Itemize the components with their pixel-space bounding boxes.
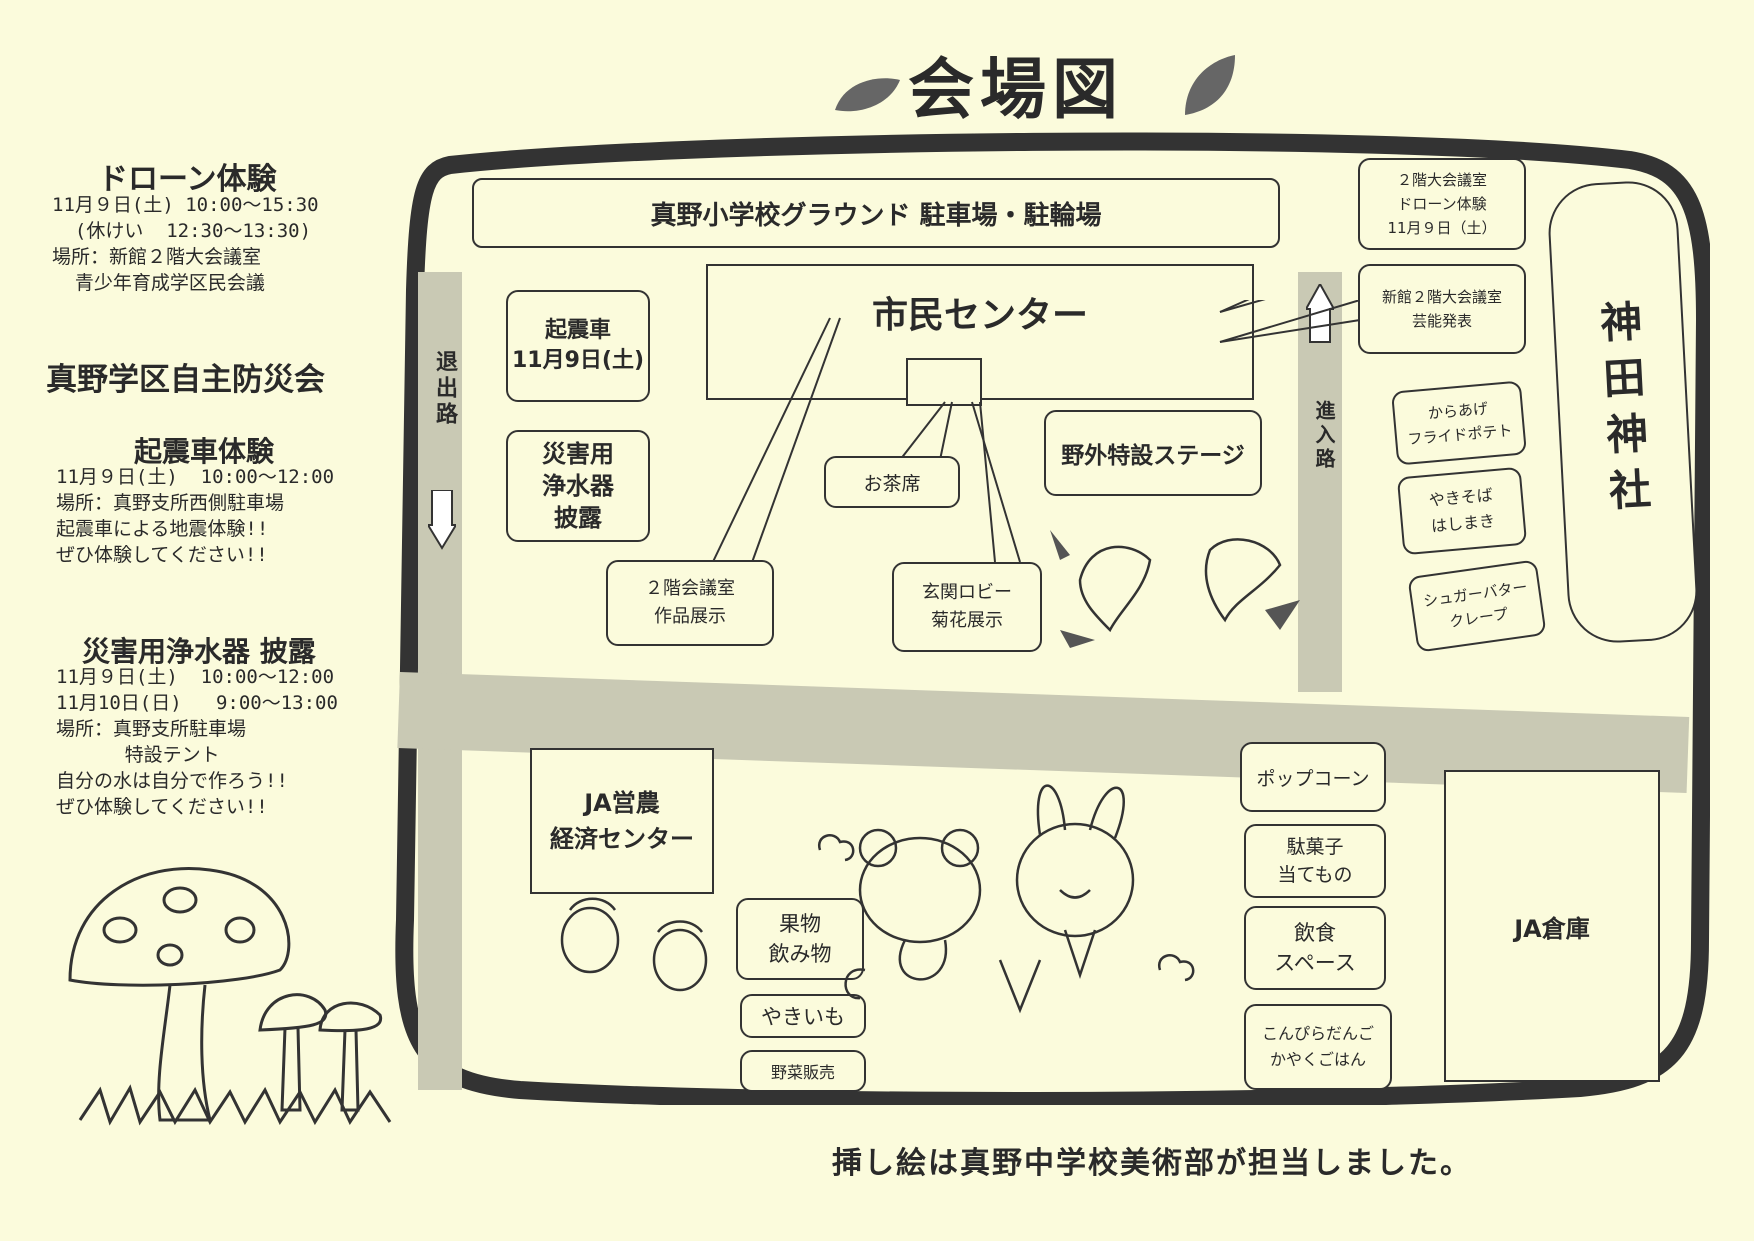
exit-road-label: 退出路 bbox=[432, 350, 457, 428]
outdoor-stage: 野外特設ステージ bbox=[1044, 410, 1262, 496]
mushroom-illustration bbox=[68, 867, 392, 1126]
map-frame bbox=[395, 132, 1710, 1105]
water-details: 11月９日(土) 10:00～12:00 11月10日(日) 9:00～13:0… bbox=[56, 666, 338, 818]
stall-fruit: 果物 飲み物 bbox=[736, 898, 864, 980]
stall-dagashi: 駄菓子 当てもの bbox=[1244, 824, 1386, 898]
stall-vegetables: 野菜販売 bbox=[740, 1050, 866, 1092]
entry-road-label: 進入路 bbox=[1312, 400, 1336, 472]
quake-title: 起震車体験 bbox=[134, 435, 275, 468]
ground-parking: 真野小学校グラウンド 駐車場・駐輪場 bbox=[472, 178, 1280, 248]
tea-ceremony: お茶席 bbox=[824, 456, 960, 508]
performance-callout: 新館２階大会議室 芸能発表 bbox=[1358, 264, 1526, 354]
ginkgo-leaves-illustration bbox=[1050, 530, 1300, 648]
leaf-icon bbox=[1185, 55, 1235, 115]
water-purifier-area: 災害用 浄水器 披露 bbox=[506, 430, 650, 542]
drone-details: 11月９日(土) 10:00～15:30 (休けい 12:30～13:30) 場… bbox=[52, 194, 319, 294]
stall-popcorn: ポップコーン bbox=[1240, 742, 1386, 812]
stall-dango: こんぴらだんご かやくごはん bbox=[1244, 1004, 1392, 1090]
exhibit-2f: ２階会議室 作品展示 bbox=[606, 560, 774, 646]
lobby-exhibit: 玄関ロビー 菊花展示 bbox=[892, 562, 1042, 652]
ja-warehouse: JA倉庫 bbox=[1444, 770, 1660, 1082]
drone-title: ドローン体験 bbox=[98, 162, 277, 197]
ja-center: JA営農 経済センター bbox=[530, 748, 714, 894]
down-arrow-icon bbox=[428, 490, 456, 550]
water-title: 災害用浄水器 披露 bbox=[82, 635, 316, 668]
stall-sweet-potato: やきいも bbox=[740, 994, 866, 1038]
org-name: 真野学区自主防災会 bbox=[46, 362, 325, 398]
entrance-box bbox=[906, 358, 982, 406]
stall-karaage: からあげ フライドポテト bbox=[1391, 380, 1527, 466]
quake-truck-area: 起震車 11月9日(土) bbox=[506, 290, 650, 402]
illustration-credit: 挿し絵は真野中学校美術部が担当しました。 bbox=[832, 1146, 1472, 1181]
quake-details: 11月９日(土) 10:00～12:00 場所：真野支所西側駐車場 起震車による… bbox=[56, 466, 335, 566]
leaf-icon bbox=[835, 78, 900, 112]
kanda-shrine: 神田神社 bbox=[1546, 178, 1700, 646]
map-title: 会場図 bbox=[908, 51, 1124, 128]
shrine-label: 神田神社 bbox=[1592, 298, 1654, 526]
callout-lines bbox=[709, 300, 1361, 569]
animal-characters-illustration bbox=[560, 784, 1195, 1014]
food-space: 飲食 スペース bbox=[1244, 906, 1386, 990]
civic-center-label: 市民センター bbox=[871, 295, 1088, 336]
stall-yakisoba: やきそば はしまき bbox=[1396, 466, 1528, 556]
drone-room-callout: ２階大会議室 ドローン体験 11月９日（土） bbox=[1358, 158, 1526, 250]
